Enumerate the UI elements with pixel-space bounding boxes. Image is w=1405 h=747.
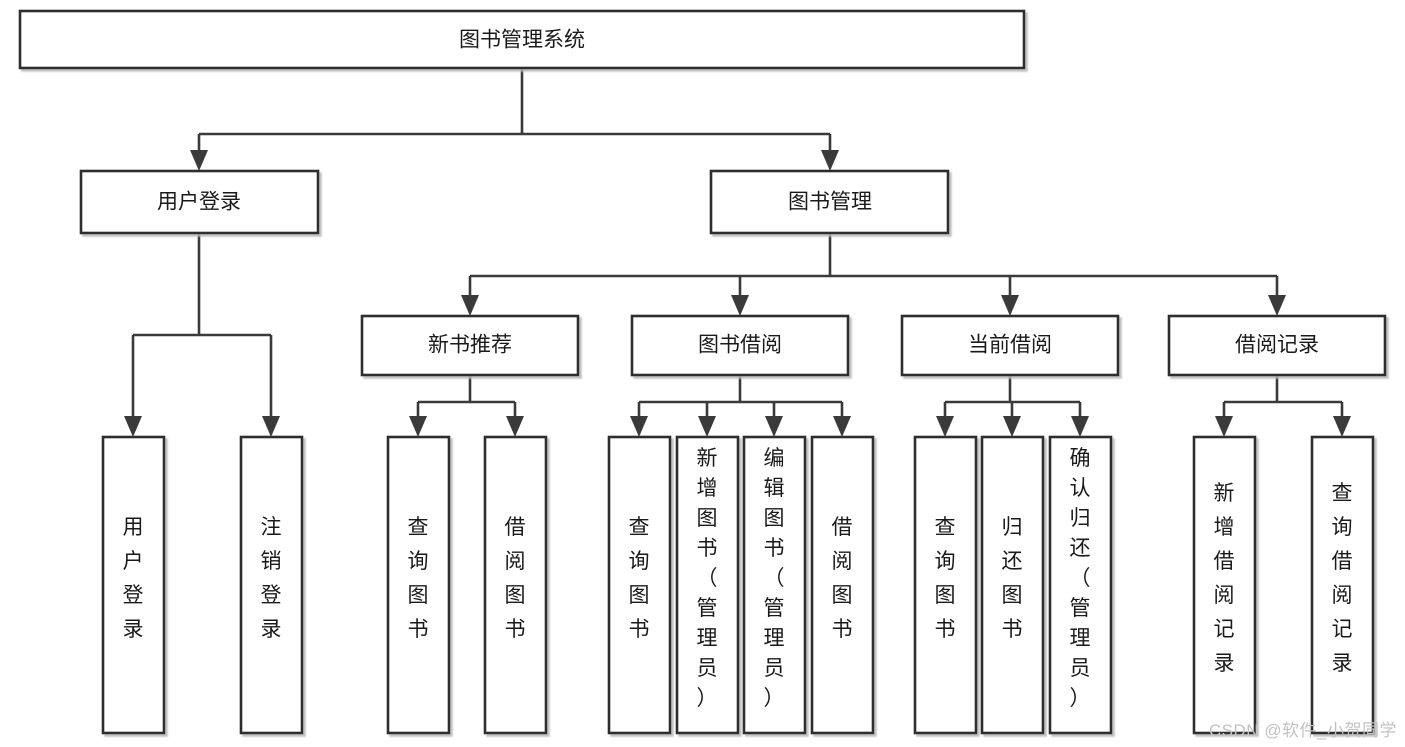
leaf-current-borrow-3-box[interactable] — [1048, 435, 1113, 735]
leaf-new-book-1[interactable]: 查询图书 — [386, 435, 451, 735]
leaf-current-borrow-2[interactable]: 归还图书 — [980, 435, 1045, 735]
node-book-manage[interactable]: 图书管理 — [709, 169, 950, 235]
arrow-current-borrow-leaf2 — [1003, 416, 1021, 437]
leaf-book-borrow-1-box[interactable] — [607, 435, 672, 735]
leaf-book-borrow-3-label: 编辑图书（管理员） — [764, 447, 785, 710]
leaf-new-book-1-label: 查询图书 — [408, 516, 429, 641]
node-root-label: 图书管理系统 — [459, 29, 585, 52]
node-root[interactable]: 图书管理系统 — [18, 9, 1026, 70]
arrow-to-user-login — [190, 150, 208, 171]
arrow-book-borrow-leaf3 — [765, 416, 783, 437]
leaf-borrow-record-1[interactable]: 新增借阅记录 — [1192, 435, 1257, 735]
leaf-book-borrow-1-label: 查询图书 — [629, 516, 650, 641]
leaf-book-borrow-4-label: 借阅图书 — [832, 516, 853, 641]
arrow-to-current-borrow — [1001, 295, 1019, 316]
leaf-borrow-record-1-box[interactable] — [1192, 435, 1257, 735]
arrow-to-book-manage — [821, 150, 839, 171]
arrow-borrow-record-leaf2 — [1333, 416, 1351, 437]
leaf-current-borrow-1-box[interactable] — [913, 435, 978, 735]
leaf-book-borrow-3[interactable]: 编辑图书（管理员） — [742, 435, 807, 735]
node-book-borrow[interactable]: 图书借阅 — [630, 314, 850, 377]
node-borrow-record-box[interactable] — [1167, 314, 1387, 377]
leaf-current-borrow-2-box[interactable] — [980, 435, 1045, 735]
arrow-book-borrow-leaf1 — [630, 416, 648, 437]
node-current-borrow-label: 当前借阅 — [968, 334, 1052, 357]
leaf-borrow-record-2-label: 查询借阅记录 — [1332, 482, 1353, 675]
arrow-to-book-borrow — [731, 295, 749, 316]
arrow-book-borrow-leaf2 — [698, 416, 716, 437]
arrow-book-borrow-leaf4 — [833, 416, 851, 437]
node-user-login-box[interactable] — [79, 169, 320, 235]
node-book-borrow-box[interactable] — [630, 314, 850, 377]
arrow-user-login-leaf2 — [262, 416, 280, 437]
connector-layer — [124, 68, 1351, 437]
arrow-new-book-leaf1 — [409, 416, 427, 437]
leaf-new-book-2-box[interactable] — [483, 435, 548, 735]
leaf-borrow-record-1-label: 新增借阅记录 — [1214, 482, 1235, 675]
arrow-to-new-book — [461, 295, 479, 316]
leaf-user-login-2[interactable]: 注销登录 — [239, 435, 304, 735]
leaf-current-borrow-1[interactable]: 查询图书 — [913, 435, 978, 735]
leaf-book-borrow-4[interactable]: 借阅图书 — [810, 435, 875, 735]
leaf-user-login-1-label: 用户登录 — [123, 516, 144, 641]
arrow-to-borrow-record — [1268, 295, 1286, 316]
leaf-book-borrow-4-box[interactable] — [810, 435, 875, 735]
node-book-manage-box[interactable] — [709, 169, 950, 235]
leaf-new-book-1-box[interactable] — [386, 435, 451, 735]
leaf-book-borrow-2-label: 新增图书（管理员） — [697, 447, 718, 710]
node-book-manage-label: 图书管理 — [788, 191, 872, 214]
node-new-book-recommend[interactable]: 新书推荐 — [360, 314, 580, 377]
leaf-current-borrow-1-label: 查询图书 — [935, 516, 956, 641]
node-current-borrow[interactable]: 当前借阅 — [900, 314, 1120, 377]
node-book-borrow-label: 图书借阅 — [698, 334, 782, 357]
arrow-current-borrow-leaf1 — [936, 416, 954, 437]
leaf-user-login-1-box[interactable] — [101, 435, 166, 735]
leaf-current-borrow-2-label: 归还图书 — [1002, 516, 1023, 641]
leaf-book-borrow-3-box[interactable] — [742, 435, 807, 735]
node-current-borrow-box[interactable] — [900, 314, 1120, 377]
leaf-new-book-2[interactable]: 借阅图书 — [483, 435, 548, 735]
leaf-new-book-2-label: 借阅图书 — [505, 516, 526, 641]
node-root-box[interactable] — [18, 9, 1026, 70]
leaf-current-borrow-3-label: 确认归还（管理员） — [1070, 447, 1091, 710]
leaf-user-login-2-label: 注销登录 — [261, 516, 282, 641]
leaf-current-borrow-3[interactable]: 确认归还（管理员） — [1048, 435, 1113, 735]
node-user-login[interactable]: 用户登录 — [79, 169, 320, 235]
leaf-borrow-record-2-box[interactable] — [1310, 435, 1375, 735]
leaf-book-borrow-1[interactable]: 查询图书 — [607, 435, 672, 735]
leaf-book-borrow-2-box[interactable] — [675, 435, 740, 735]
leaf-book-borrow-2[interactable]: 新增图书（管理员） — [675, 435, 740, 735]
node-user-login-label: 用户登录 — [157, 191, 241, 214]
leaf-user-login-1[interactable]: 用户登录 — [101, 435, 166, 735]
node-new-book-recommend-box[interactable] — [360, 314, 580, 377]
node-new-book-recommend-label: 新书推荐 — [428, 334, 512, 357]
arrow-current-borrow-leaf3 — [1071, 416, 1089, 437]
leaf-user-login-2-box[interactable] — [239, 435, 304, 735]
arrow-borrow-record-leaf1 — [1215, 416, 1233, 437]
arrow-new-book-leaf2 — [506, 416, 524, 437]
node-borrow-record[interactable]: 借阅记录 — [1167, 314, 1387, 377]
leaf-borrow-record-2[interactable]: 查询借阅记录 — [1310, 435, 1375, 735]
arrow-user-login-leaf1 — [124, 416, 142, 437]
node-borrow-record-label: 借阅记录 — [1235, 334, 1319, 357]
